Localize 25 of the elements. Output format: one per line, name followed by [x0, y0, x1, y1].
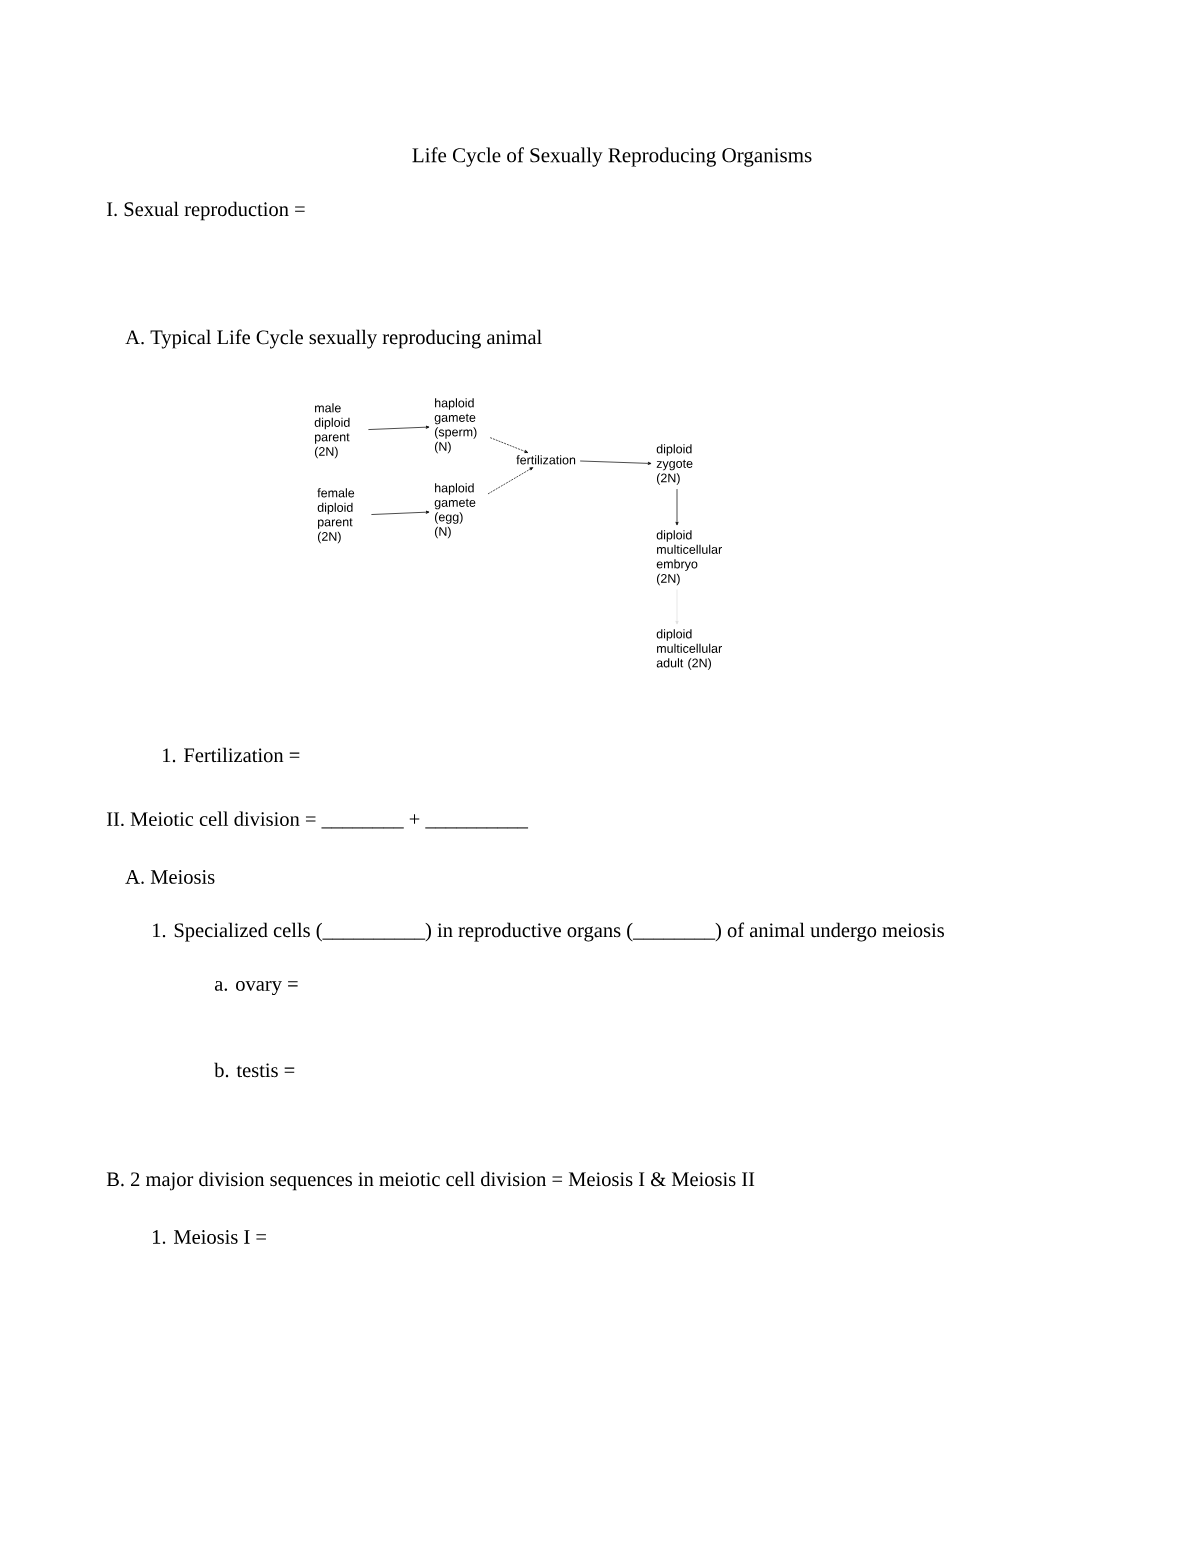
- outline-item: A. Typical Life Cycle sexually reproducing animal: [125, 329, 542, 349]
- arrow: [489, 437, 529, 453]
- title: Life Cycle of Sexually Reproducing Organisms: [412, 147, 812, 167]
- stage-text: diploid multicellular embryo (2N): [656, 530, 722, 586]
- outline-item: 1. Fertilization =: [163, 747, 300, 763]
- stage-text: haploid gamete (egg) (N): [434, 483, 476, 539]
- arrow: [579, 460, 652, 465]
- stage-text: diploid zygote (2N): [656, 444, 693, 485]
- stage-text: haploid gamete (sperm) (N): [434, 398, 477, 454]
- arrow: [675, 488, 679, 526]
- stage-text: diploid multicellular adult (2N): [656, 629, 722, 670]
- outline-item: 1. Meiosis I =: [153, 1230, 266, 1244]
- stage-text: male diploid parent (2N): [314, 403, 350, 459]
- arrow: [371, 510, 430, 515]
- stage-text: fertilization: [516, 455, 576, 465]
- outline-item: B. 2 major division sequences in meiotic cell division = Meiosis I & Meiosis II: [106, 1171, 755, 1191]
- outline-item: a. ovary =: [214, 980, 298, 996]
- outline-item: II. Meiotic cell division = ________ + __________: [106, 811, 529, 829]
- arrow: [487, 467, 534, 495]
- outline-item: I. Sexual reproduction =: [106, 201, 305, 221]
- outline-item: b. testis =: [214, 1062, 295, 1078]
- outline-item: 1. Specialized cells (__________) in reproductive organs (________) of animal undergo meiosis: [153, 922, 944, 942]
- arrow: [368, 425, 430, 430]
- stage-text: female diploid parent (2N): [317, 488, 355, 544]
- outline-item: A. Meiosis: [125, 870, 215, 884]
